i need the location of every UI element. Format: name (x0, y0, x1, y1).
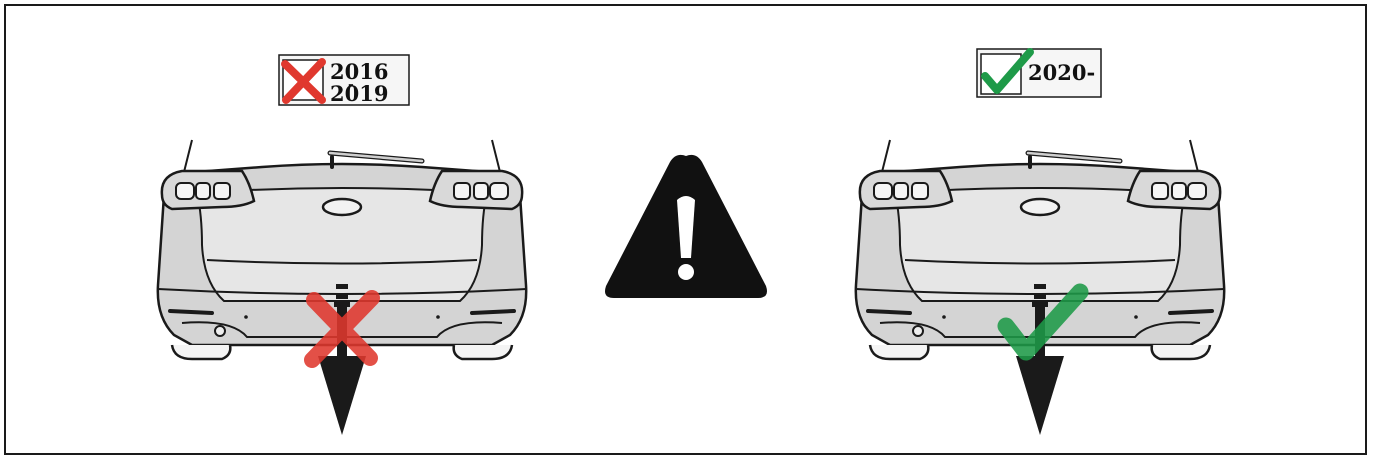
year-end-label: 2019 (330, 81, 388, 106)
incorrect-badge: 2016 - 2019 (279, 55, 409, 106)
right-panel: 2020- (856, 49, 1224, 435)
warning-triangle-icon (605, 155, 767, 298)
left-panel: 2016 - 2019 (158, 55, 526, 435)
year-start-label: 2020- (1028, 60, 1095, 85)
correct-badge: 2020- (977, 49, 1101, 97)
